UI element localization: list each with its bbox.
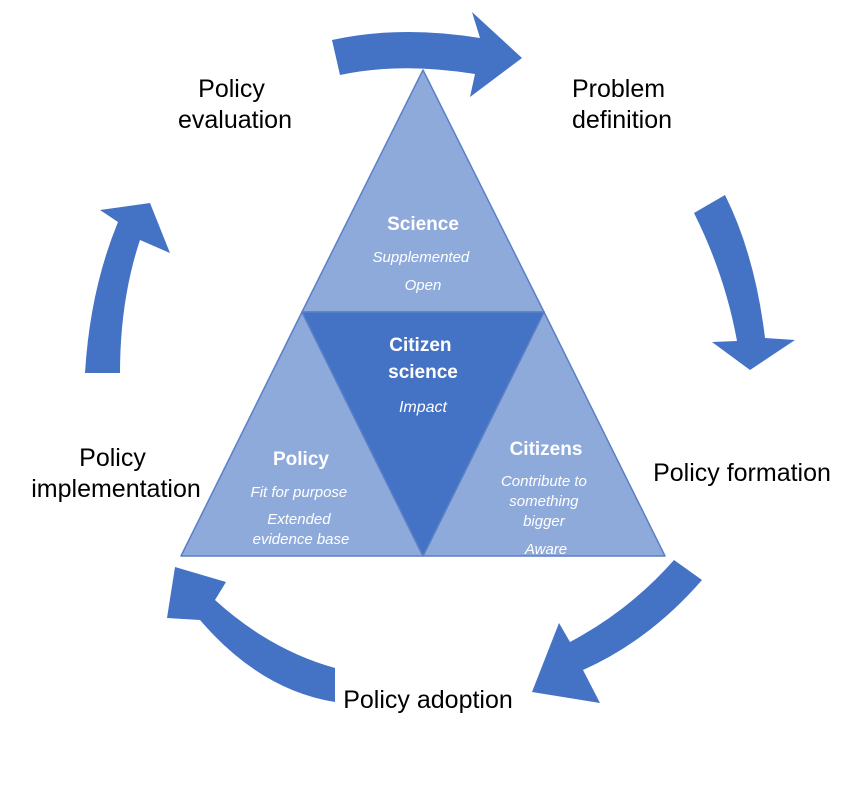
policy-text: Fit for purpose Extended evidence base	[251, 484, 352, 548]
citizens-title: Citizens	[510, 439, 583, 460]
problem-definition-label: Problem definition	[572, 75, 672, 134]
citizen-science-title: Citizen science	[388, 335, 458, 383]
science-triangle	[301, 69, 545, 313]
science-text: Supplemented Open	[373, 249, 474, 294]
citizens-text: Contribute to something bigger Aware	[501, 473, 591, 558]
policy-implementation-label: Policy implementation	[31, 444, 201, 503]
arrow-definition-to-formation	[694, 195, 795, 370]
policy-evaluation-label: Policy evaluation	[178, 75, 292, 134]
science-title: Science	[387, 214, 459, 235]
arrow-formation-to-adoption	[532, 560, 702, 703]
citizen-science-text: Impact	[399, 399, 448, 416]
policy-formation-label: Policy formation	[653, 459, 831, 487]
policy-adoption-label: Policy adoption	[343, 686, 513, 714]
arrow-adoption-to-implementation	[167, 567, 335, 702]
arrow-evaluation-to-definition	[332, 12, 522, 97]
policy-title: Policy	[273, 449, 329, 470]
triangle-group	[180, 69, 666, 557]
cycle-arrows	[85, 12, 795, 703]
arrow-implementation-to-evaluation	[85, 203, 170, 373]
citizen-science-triangle	[301, 311, 545, 557]
